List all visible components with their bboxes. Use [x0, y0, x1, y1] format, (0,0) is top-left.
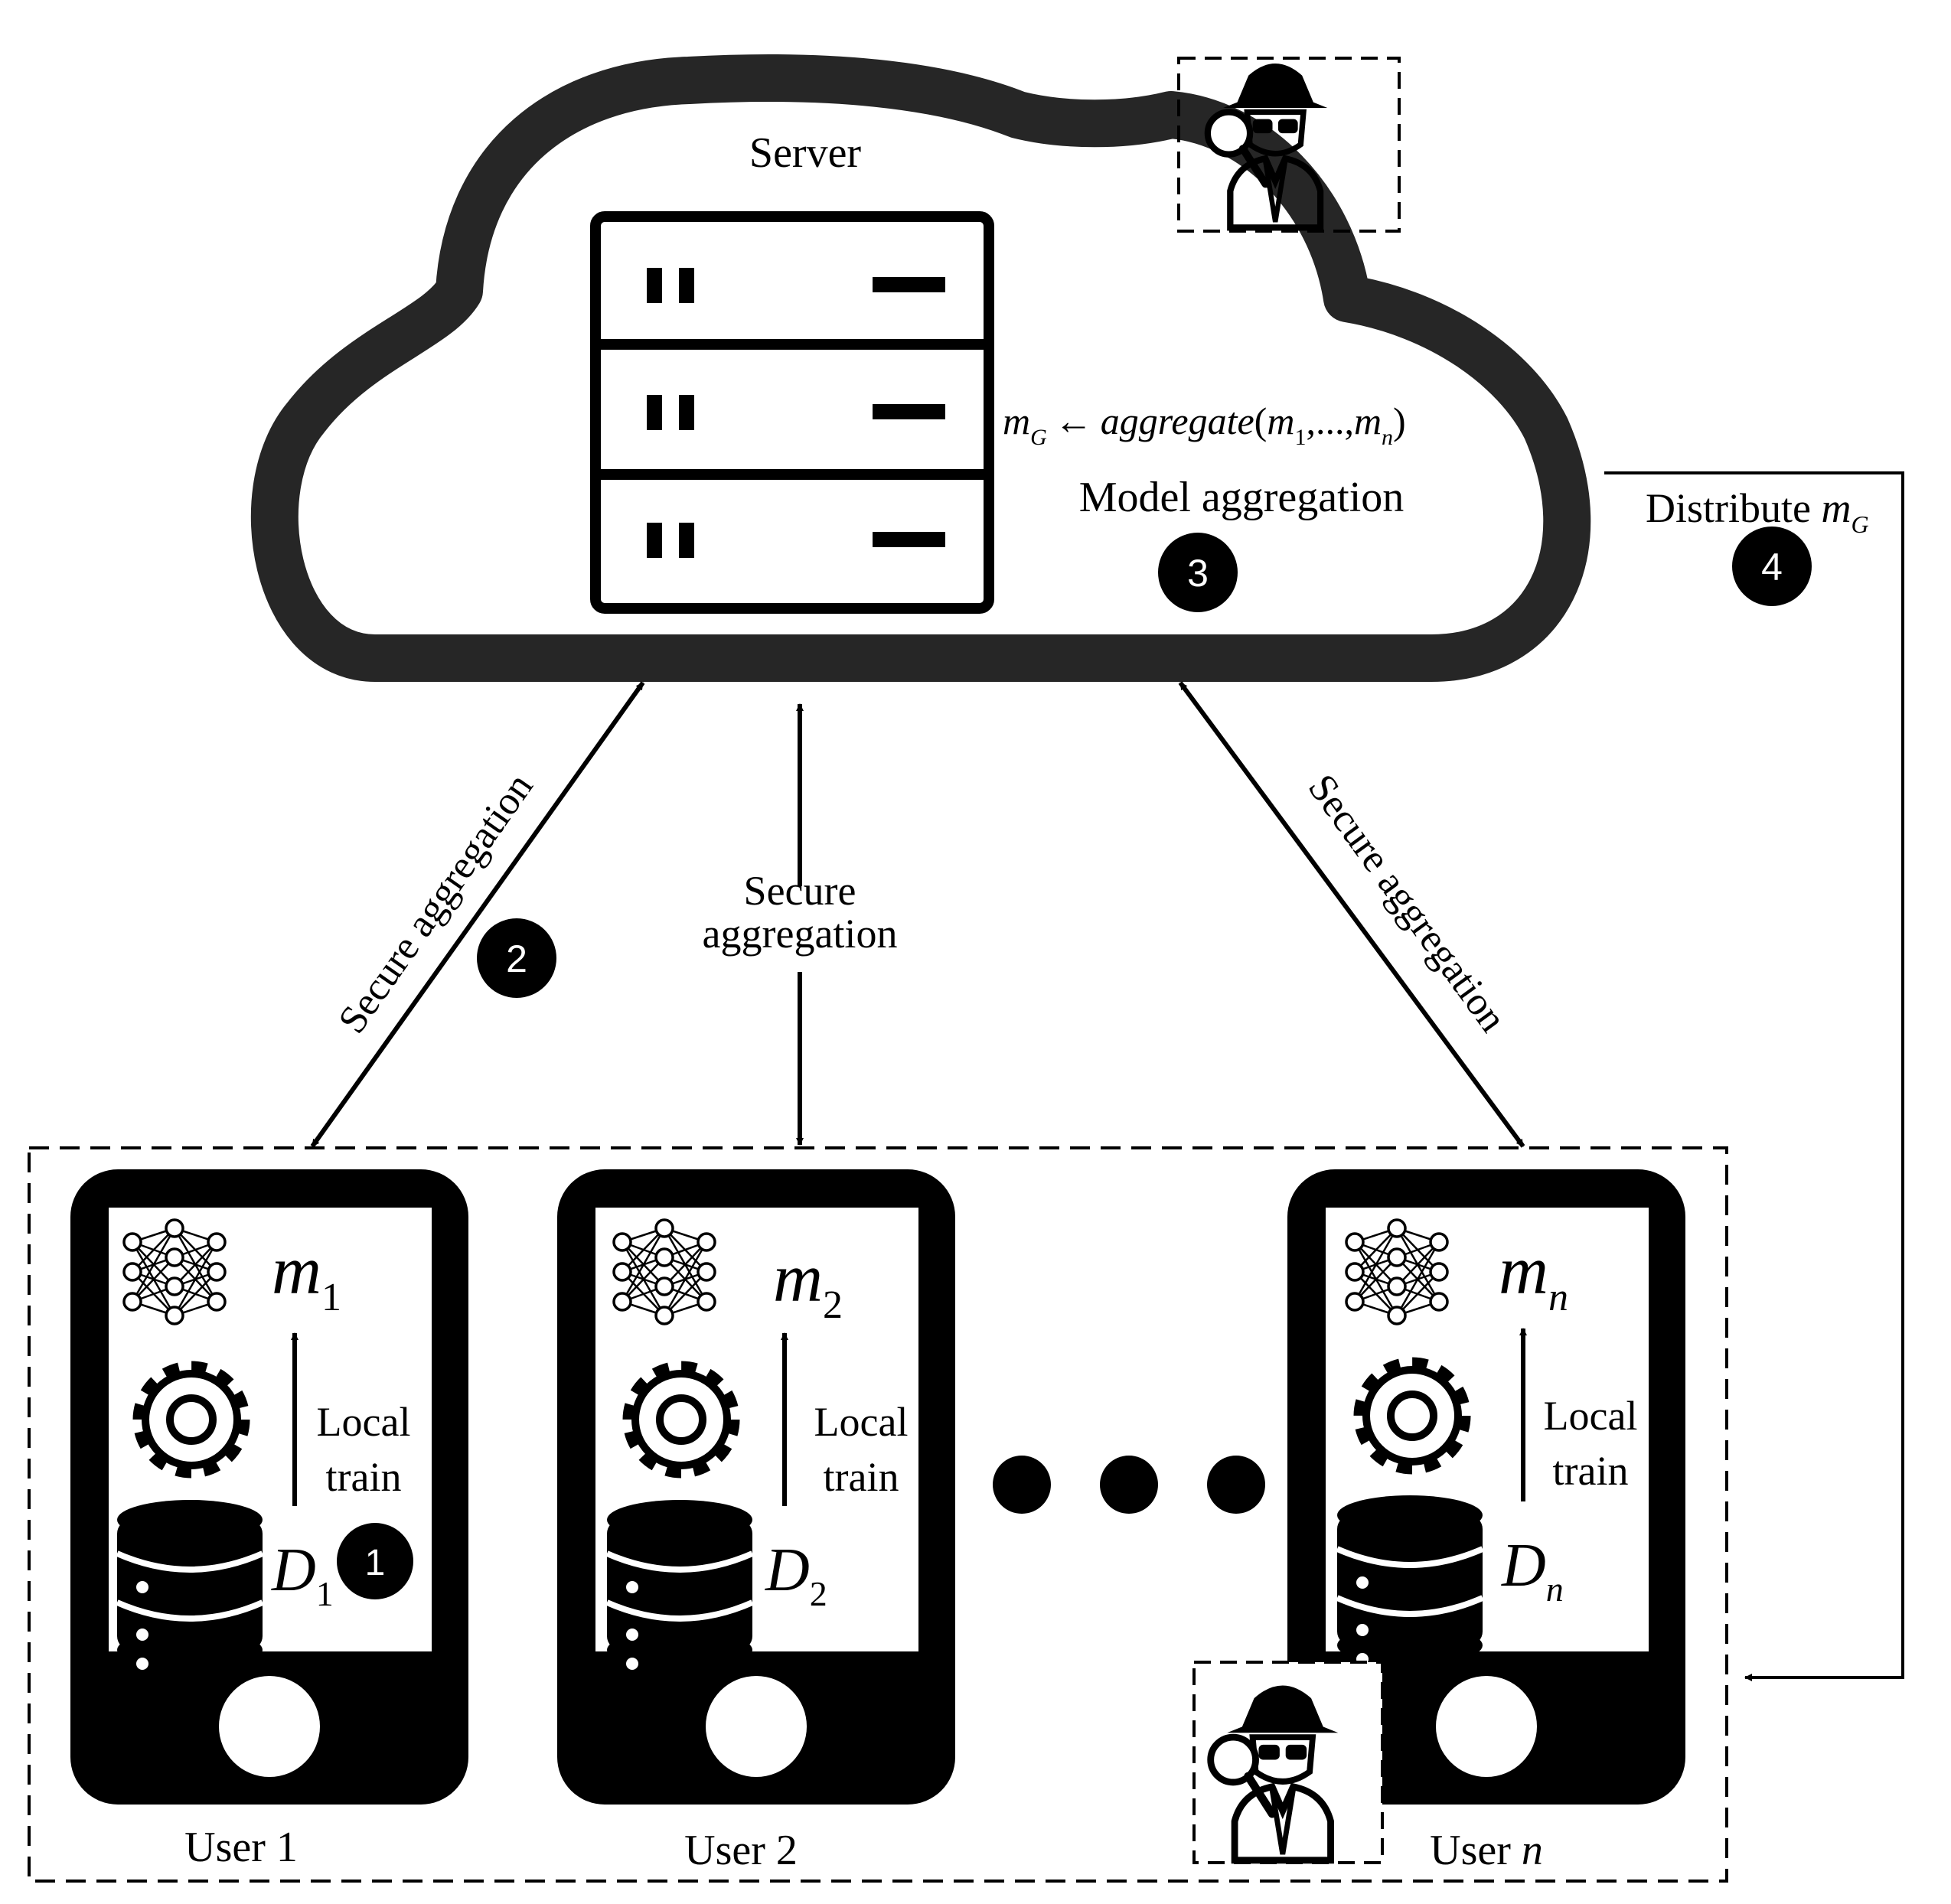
step-3-badge: 3 — [1158, 533, 1238, 612]
distribute-label: Distribute mG — [1646, 485, 1869, 538]
svg-text:1: 1 — [365, 1543, 386, 1583]
more-users-ellipsis — [993, 1456, 1265, 1514]
server-title: Server — [749, 129, 862, 177]
step-4-badge: 4 — [1732, 527, 1812, 606]
cloud-shape — [250, 54, 1591, 682]
users-container — [28, 1146, 1728, 1883]
user-1-label: User 1 — [184, 1824, 298, 1871]
step-2-badge: 2 — [477, 918, 556, 998]
local-train-label-2: train — [824, 1454, 899, 1500]
distribute-arrow — [1604, 471, 1904, 1681]
secure-aggregation-label-center-2: aggregation — [703, 911, 898, 957]
database-icon — [117, 1500, 263, 1670]
secure-aggregation-arrow-right — [1178, 681, 1525, 1148]
server-rack-icon — [590, 211, 994, 614]
step-1-badge: 1 — [337, 1523, 413, 1599]
model-aggregation-label: Model aggregation — [1079, 474, 1405, 521]
secure-aggregation-label-right: Secure aggregation — [1300, 767, 1515, 1040]
database-icon — [607, 1500, 752, 1670]
svg-text:4: 4 — [1761, 546, 1783, 588]
user-n-data-label: Dn — [1501, 1532, 1564, 1609]
svg-text:3: 3 — [1187, 552, 1209, 595]
secure-aggregation-arrow-left — [310, 681, 645, 1148]
user-2-data-label: D2 — [765, 1537, 827, 1613]
secure-aggregation-label-center-1: Secure — [744, 868, 856, 914]
aggregation-formula: mG←aggregate(m1,...,mn) — [1003, 399, 1406, 450]
local-train-label-2: train — [326, 1454, 402, 1500]
user-n-device: mn Local train Dn — [1287, 1169, 1685, 1805]
local-train-label-1: Local — [814, 1399, 909, 1445]
user-2-model-label: m2 — [773, 1241, 843, 1327]
user-2-label: User 2 — [684, 1827, 798, 1874]
local-train-label-2: train — [1553, 1448, 1629, 1494]
secure-aggregation-label-left: Secure aggregation — [330, 765, 541, 1041]
user-1-model-label: m1 — [272, 1233, 341, 1319]
local-train-label-1: Local — [1544, 1393, 1638, 1439]
svg-text:2: 2 — [506, 937, 527, 980]
user-2-device: m2 Local train D2 — [557, 1169, 955, 1805]
user-1-data-label: D1 — [271, 1537, 334, 1613]
local-train-label-1: Local — [317, 1399, 411, 1445]
user-n-model-label: mn — [1499, 1233, 1568, 1319]
user-1-device: m1 Local train D1 1 — [70, 1169, 468, 1805]
user-n-label: User n — [1430, 1827, 1543, 1874]
database-icon — [1337, 1495, 1483, 1665]
attacker-box-top — [1177, 57, 1401, 233]
